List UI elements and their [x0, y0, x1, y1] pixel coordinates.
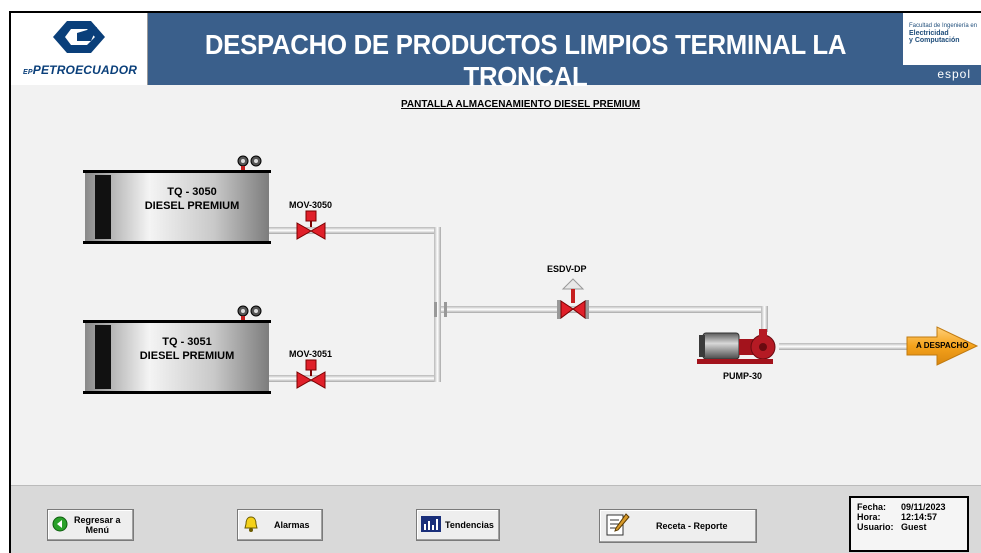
user-value: Guest: [901, 522, 927, 532]
back-label-2: Menú: [85, 525, 110, 535]
tank-tq-3051[interactable]: [83, 320, 271, 394]
process-diagram: [83, 155, 979, 394]
user-key: Usuario:: [857, 522, 894, 532]
tank-1-tag: TQ - 3050: [167, 186, 217, 198]
recipe-report-label: Receta - Reporte: [656, 521, 728, 531]
espol-logo: Facultad de Ingeniería en Electricidad y…: [903, 13, 981, 85]
status-panel: Fecha: 09/11/2023 Hora: 12:14:57 Usuario…: [849, 496, 969, 552]
screen-subtitle: PANTALLA ALMACENAMIENTO DIESEL PREMIUM: [401, 99, 641, 110]
trends-label: Tendencias: [445, 520, 494, 530]
date-key: Fecha:: [857, 502, 887, 512]
alarms-label: Alarmas: [274, 520, 310, 530]
header: EPPETROECUADOR DESPACHO DE PRODUCTOS LIM…: [11, 13, 981, 92]
time-key: Hora:: [857, 512, 881, 522]
pipe-network: [269, 227, 909, 382]
bell-icon: [242, 515, 260, 535]
document-pen-icon: [604, 512, 630, 540]
fiec-line-2: Electricidad: [909, 30, 949, 37]
valve-esdv-dp[interactable]: [557, 278, 589, 319]
tank-2-product: DIESEL PREMIUM: [139, 350, 235, 362]
logo-name: PETROECUADOR: [32, 63, 138, 77]
mov-3051-label: MOV-3051: [289, 349, 333, 359]
petroecuador-logo: EPPETROECUADOR: [11, 13, 148, 85]
destination-label: A DESPACHO: [916, 341, 969, 350]
mov-3050-label: MOV-3050: [289, 200, 333, 210]
tank-tq-3050[interactable]: [83, 170, 271, 244]
esdv-label: ESDV-DP: [547, 264, 587, 274]
petroecuador-logo-icon: [53, 21, 105, 53]
level-gauge-icon: [237, 155, 262, 170]
tank-2-tag: TQ - 3051: [162, 336, 212, 348]
trends-button[interactable]: Tendencias: [416, 509, 500, 541]
bottom-toolbar: Regresar a Menú Alarmas: [11, 485, 981, 553]
valve-mov-3050[interactable]: [296, 210, 326, 240]
back-arrow-icon: [52, 516, 68, 534]
tank-1-product: DIESEL PREMIUM: [144, 200, 240, 212]
page-title: DESPACHO DE PRODUCTOS LIMPIOS TERMINAL L…: [204, 29, 847, 92]
back-to-menu-button[interactable]: Regresar a Menú: [47, 509, 134, 541]
trend-chart-icon: [421, 516, 441, 534]
hmi-screen: EPPETROECUADOR DESPACHO DE PRODUCTOS LIM…: [9, 11, 981, 553]
back-label-1: Regresar a: [74, 515, 121, 525]
destination-arrow[interactable]: [906, 326, 979, 366]
time-value: 12:14:57: [901, 512, 938, 522]
valve-mov-3051[interactable]: [296, 359, 326, 389]
fiec-line-1: Facultad de Ingeniería en: [909, 23, 978, 29]
alarms-button[interactable]: Alarmas: [237, 509, 323, 541]
logo-prefix: EP: [23, 69, 33, 76]
date-value: 09/11/2023: [901, 502, 946, 512]
recipe-report-button[interactable]: Receta - Reporte: [599, 509, 757, 543]
fiec-line-3: y Computación: [909, 37, 960, 44]
level-gauge-icon: [237, 305, 262, 320]
pump-label: PUMP-30: [723, 371, 763, 381]
title-band: DESPACHO DE PRODUCTOS LIMPIOS TERMINAL L…: [148, 13, 903, 92]
pump-30[interactable]: [697, 329, 776, 364]
espol-brand: espol: [937, 67, 971, 81]
